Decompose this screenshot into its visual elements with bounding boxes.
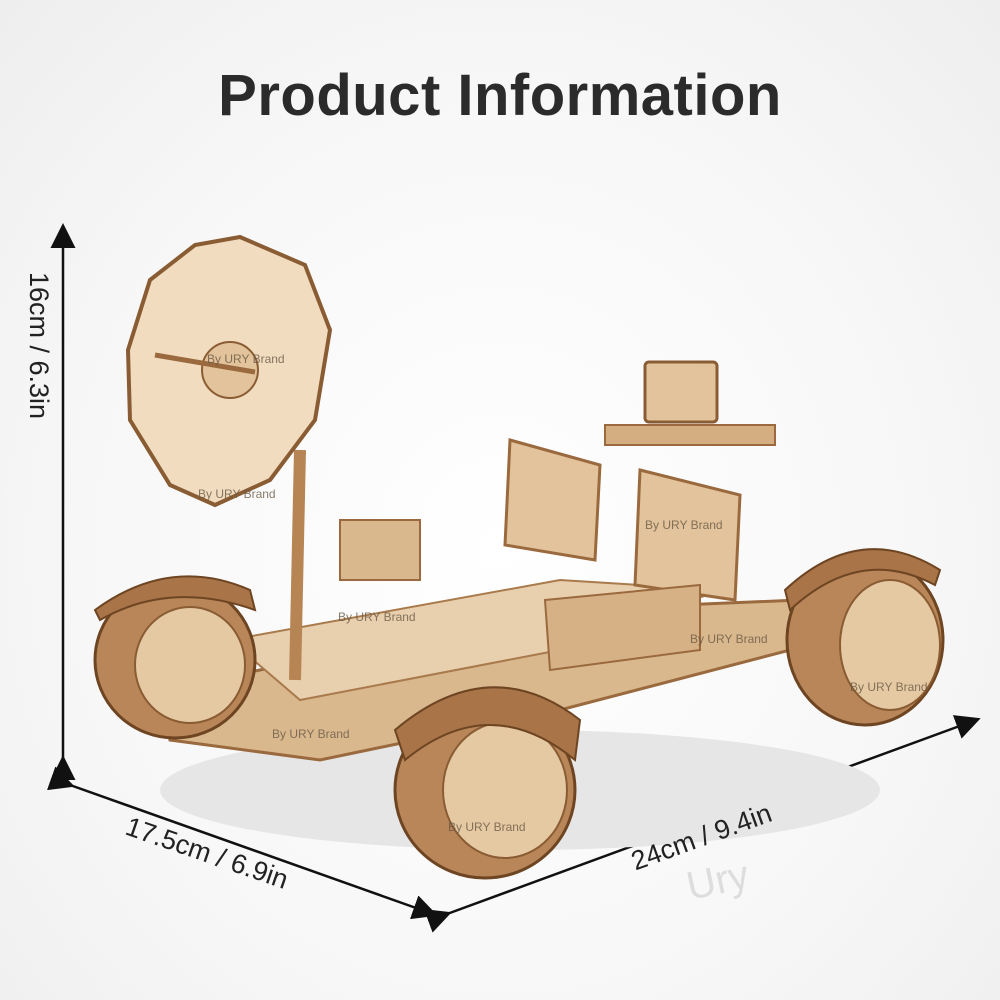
- watermark-caption: By URY Brand: [850, 680, 928, 694]
- floor-watermark-logo: Ury: [683, 853, 753, 909]
- watermark-caption: By URY Brand: [338, 610, 416, 624]
- watermark-caption: By URY Brand: [448, 820, 526, 834]
- watermark-caption: By URY Brand: [272, 727, 350, 741]
- watermark-caption: By URY Brand: [198, 487, 276, 501]
- watermark-caption: By URY Brand: [690, 632, 768, 646]
- height-label: 16cm / 6.3in: [24, 271, 55, 420]
- lunar-rover-model: [93, 234, 945, 880]
- page-title: Product Information: [218, 63, 782, 128]
- watermark-caption: By URY Brand: [207, 352, 285, 366]
- watermark-caption: By URY Brand: [645, 518, 723, 532]
- width-arrow: [46, 766, 438, 920]
